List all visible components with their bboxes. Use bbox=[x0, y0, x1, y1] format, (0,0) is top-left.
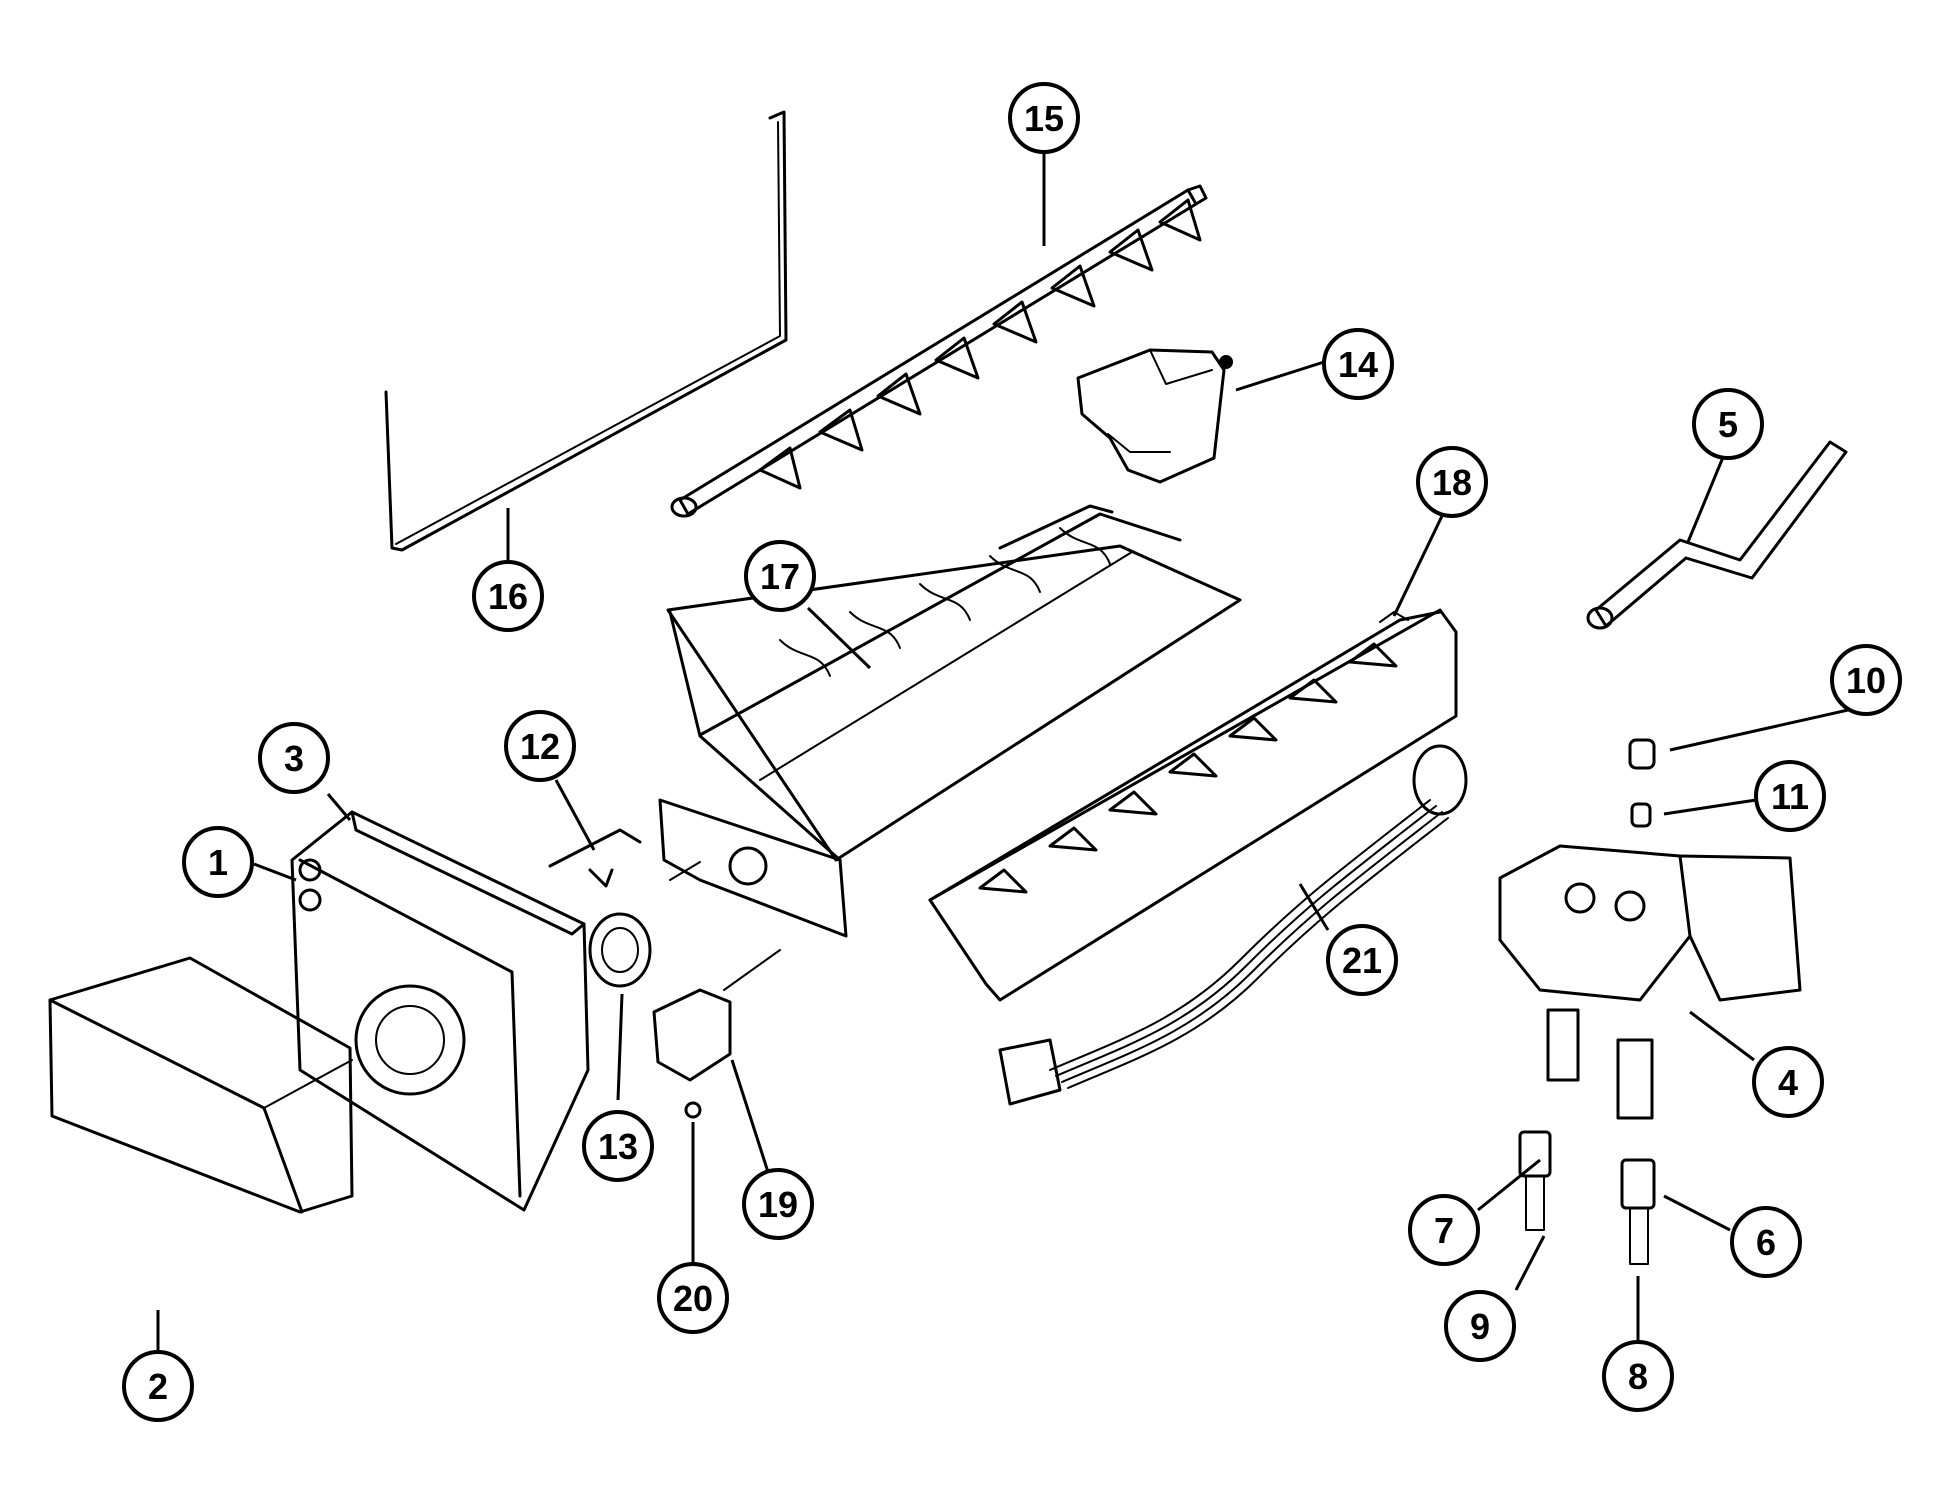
part-14-bracket bbox=[1076, 348, 1233, 484]
callout-label: 16 bbox=[488, 576, 528, 617]
callout-label: 4 bbox=[1778, 1062, 1798, 1103]
callout-11: 11 bbox=[1754, 760, 1826, 832]
part-19-heater-block bbox=[652, 988, 732, 1082]
callout-label: 19 bbox=[758, 1184, 798, 1225]
callout-17: 17 bbox=[744, 540, 816, 612]
part-11-fitting bbox=[1630, 802, 1652, 828]
callout-label: 15 bbox=[1024, 98, 1064, 139]
callout-label: 11 bbox=[1771, 776, 1809, 817]
callout-label: 20 bbox=[673, 1278, 713, 1319]
leader-lines bbox=[156, 150, 1867, 1350]
callout-16: 16 bbox=[472, 560, 544, 632]
callout-label: 1 bbox=[208, 842, 228, 883]
callout-label: 12 bbox=[520, 726, 560, 767]
part-5-fill-tube bbox=[1586, 440, 1848, 630]
callout-6: 6 bbox=[1730, 1206, 1802, 1278]
part-10-fitting bbox=[1628, 738, 1656, 770]
callout-12: 12 bbox=[504, 710, 576, 782]
callout-2: 2 bbox=[122, 1350, 194, 1422]
callout-9: 9 bbox=[1444, 1290, 1516, 1362]
callout-4: 4 bbox=[1752, 1046, 1824, 1118]
callout-5: 5 bbox=[1692, 388, 1764, 460]
callout-label: 6 bbox=[1756, 1222, 1776, 1263]
callout-label: 21 bbox=[1342, 940, 1382, 981]
callout-1: 1 bbox=[182, 826, 254, 898]
callout-label: 3 bbox=[284, 738, 304, 779]
part-4-water-valve bbox=[1498, 844, 1802, 1120]
callout-label: 5 bbox=[1718, 404, 1738, 445]
callout-label: 10 bbox=[1846, 660, 1886, 701]
callout-label: 13 bbox=[598, 1126, 638, 1167]
callout-3: 3 bbox=[258, 722, 330, 794]
callout-label: 14 bbox=[1338, 344, 1378, 385]
callout-14: 14 bbox=[1322, 328, 1394, 400]
part-21-harness bbox=[998, 744, 1468, 1106]
callout-15: 15 bbox=[1008, 82, 1080, 154]
callout-label: 8 bbox=[1628, 1356, 1648, 1397]
callout-label: 2 bbox=[148, 1366, 168, 1407]
callout-10: 10 bbox=[1830, 644, 1902, 716]
part-12-clip bbox=[548, 828, 642, 888]
callout-13: 13 bbox=[582, 1110, 654, 1182]
callout-label: 7 bbox=[1434, 1210, 1454, 1251]
callout-18: 18 bbox=[1416, 446, 1488, 518]
callout-8: 8 bbox=[1602, 1340, 1674, 1412]
callout-label: 17 bbox=[760, 556, 800, 597]
callout-20: 20 bbox=[657, 1262, 729, 1334]
part-15-ejector bbox=[670, 184, 1208, 518]
part-3-control-housing bbox=[290, 810, 590, 1212]
part-18-shield bbox=[928, 608, 1458, 1002]
part-6-nut bbox=[1620, 1158, 1656, 1265]
part-13-thermostat bbox=[588, 861, 781, 991]
callout-label: 18 bbox=[1432, 462, 1472, 503]
part-17-mold bbox=[658, 504, 1242, 938]
callout-label: 9 bbox=[1470, 1306, 1490, 1347]
callout-19: 19 bbox=[742, 1168, 814, 1240]
callout-21: 21 bbox=[1326, 924, 1398, 996]
part-20-screw bbox=[684, 1101, 702, 1119]
part-7-nut bbox=[1518, 1130, 1552, 1231]
callout-7: 7 bbox=[1408, 1194, 1480, 1266]
part-2-cover bbox=[48, 956, 354, 1214]
part-16-shutoff-arm bbox=[384, 110, 788, 552]
